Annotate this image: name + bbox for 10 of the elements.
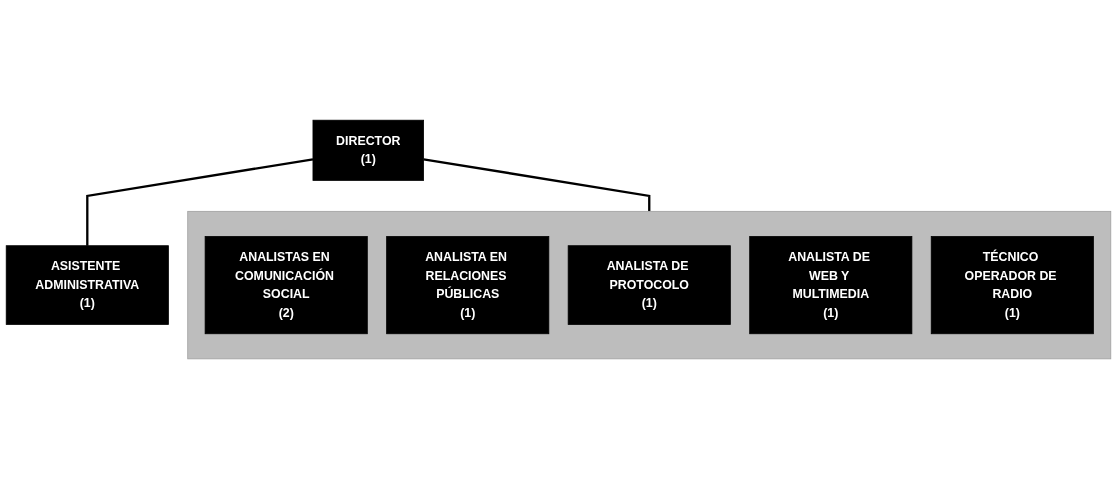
cluster xyxy=(187,210,1112,360)
node-box: ANALISTA DE PROTOCOLO (1) xyxy=(567,245,731,325)
connector xyxy=(86,158,314,246)
node-box: ANALISTA EN RELACIONES PÚBLICAS (1) xyxy=(386,236,550,335)
connector xyxy=(423,158,651,212)
node-box: ANALISTAS EN COMUNICACIÓN SOCIAL (2) xyxy=(204,236,368,335)
node-box: ASISTENTE ADMINISTRATIVA (1) xyxy=(5,245,169,325)
node-box: TÉCNICO OPERADOR DE RADIO (1) xyxy=(930,236,1094,335)
node-box: ANALISTA DE WEB Y MULTIMEDIA (1) xyxy=(749,236,913,335)
node-box: DIRECTOR (1) xyxy=(312,119,424,181)
